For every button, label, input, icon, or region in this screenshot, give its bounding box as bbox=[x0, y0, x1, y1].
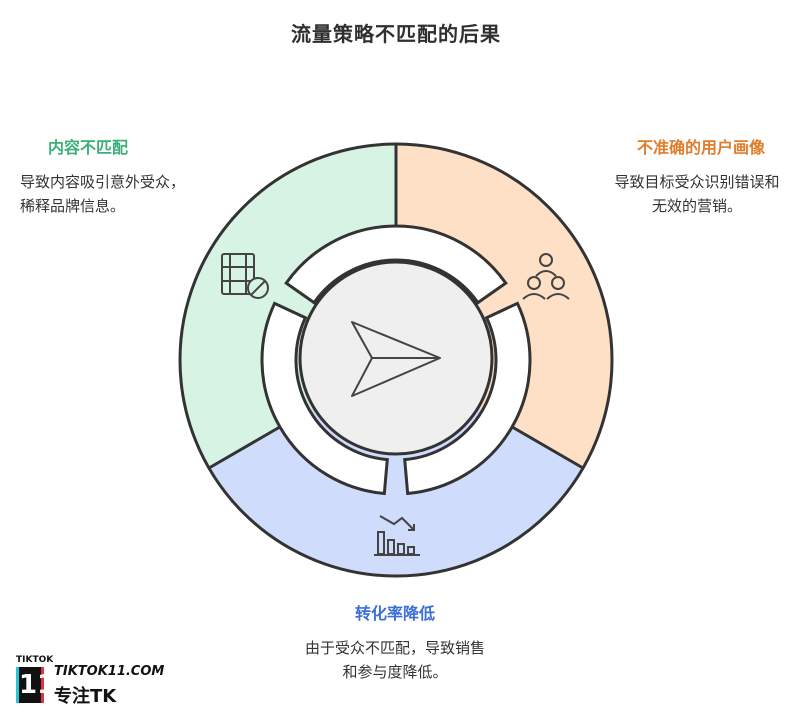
section-title-content-mismatch: 内容不匹配 bbox=[48, 138, 129, 157]
section-title-user-profile: 不准确的用户画像 bbox=[636, 138, 765, 157]
divider-right bbox=[506, 422, 584, 470]
users-icon bbox=[522, 253, 570, 300]
page-title: 流量策略不匹配的后果 bbox=[291, 22, 501, 46]
chart-down-icon bbox=[374, 515, 420, 556]
section-title-conversion: 转化率降低 bbox=[354, 604, 435, 623]
inner-arc-left bbox=[260, 301, 389, 496]
film-no-icon bbox=[221, 253, 269, 299]
paper-plane-icon bbox=[351, 321, 441, 397]
section-desc-content-mismatch: 导致内容吸引意外受众，稀释品牌信息。 bbox=[20, 173, 186, 215]
inner-arc-top bbox=[284, 224, 508, 305]
logo-brand: 专注TK bbox=[54, 686, 117, 707]
inner-arc-right bbox=[403, 301, 532, 496]
section-desc-user-profile: 导致目标受众识别错误和无效的营销。 bbox=[614, 173, 780, 215]
logo-number: 11 bbox=[16, 667, 55, 703]
section-desc-conversion: 由于受众不匹配，导致销售和参与度降低。 bbox=[304, 639, 485, 681]
inner-ring bbox=[260, 224, 532, 496]
brand-logo: TIKTOK 11 TIKTOK11.COM 专注TK bbox=[14, 655, 164, 709]
logo-small-text: TIKTOK bbox=[16, 655, 54, 665]
logo-url: TIKTOK11.COM bbox=[54, 664, 165, 679]
divider-left bbox=[208, 422, 286, 470]
